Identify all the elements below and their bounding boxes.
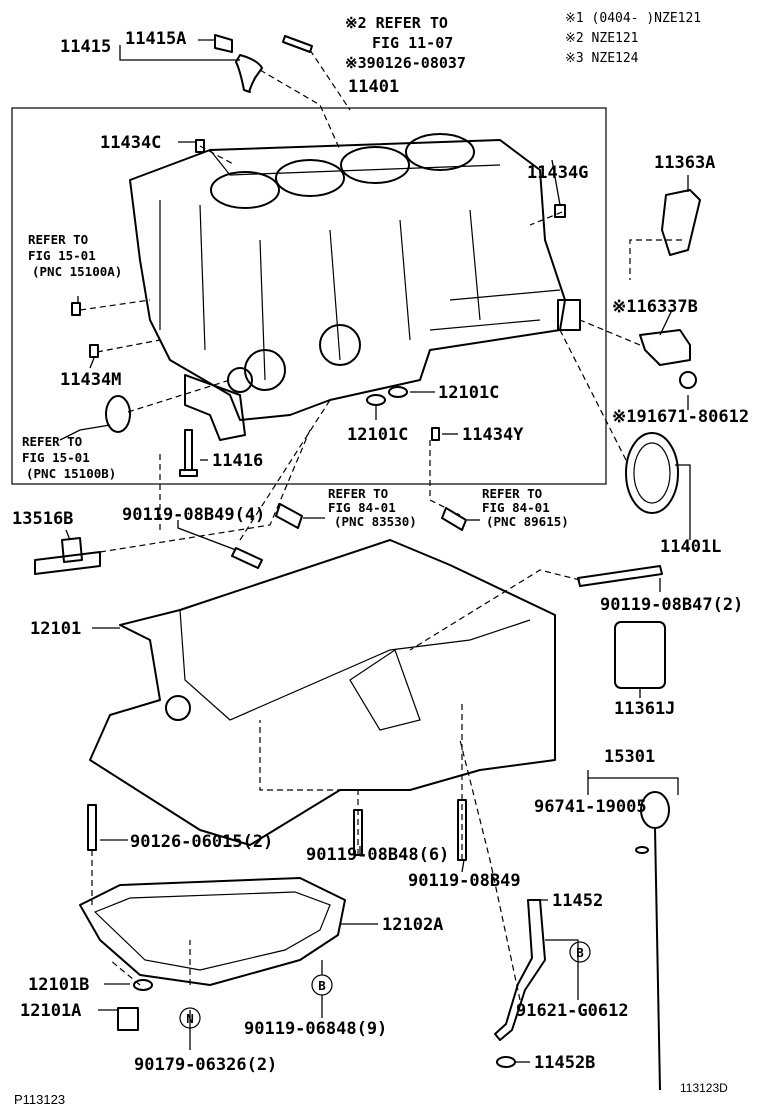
marker-n-label: N bbox=[186, 1011, 194, 1026]
note-2: ※2 NZE121 bbox=[565, 31, 639, 46]
label-11401L: 11401L bbox=[660, 537, 721, 557]
ref-mid2-line2: FIG 84-01 bbox=[482, 500, 550, 515]
marker-b-guide-label: B bbox=[576, 945, 584, 960]
footer-illustration-id: P113123 bbox=[14, 1092, 65, 1107]
label-11452B: 11452B bbox=[534, 1053, 595, 1073]
ref-left1-line2: FIG 15-01 bbox=[28, 248, 96, 263]
ref-mid1-line3: (PNC 83530) bbox=[334, 514, 417, 529]
bolt-91671-80612 bbox=[679, 371, 697, 389]
label-90119-08B48: 90119-08B48(6) bbox=[306, 845, 449, 865]
note-1: ※1 (0404- )NZE121 bbox=[565, 11, 701, 26]
plug-12101A bbox=[117, 1007, 139, 1031]
bolt-90119-08B47 bbox=[577, 565, 663, 587]
plate-11361J bbox=[614, 621, 666, 689]
label-91621-G0612: 91621-G0612 bbox=[516, 1001, 629, 1021]
bolt-90119-08B49-4 bbox=[231, 547, 263, 569]
pin-15100A bbox=[71, 302, 81, 316]
label-13516B: 13516B bbox=[12, 509, 73, 529]
cylinder-block bbox=[129, 133, 581, 441]
bolt-11416 bbox=[179, 429, 198, 477]
oring-11452B bbox=[496, 1056, 516, 1068]
gasket-12101B bbox=[133, 979, 153, 991]
label-12101: 12101 bbox=[30, 619, 81, 639]
marker-b-pan-label: B bbox=[318, 978, 326, 993]
ref-left2-line2: FIG 15-01 bbox=[22, 450, 90, 465]
label-11361J: 11361J bbox=[614, 699, 675, 719]
oil-pan-upper bbox=[89, 539, 666, 846]
label-11452: 11452 bbox=[552, 891, 603, 911]
seal-15100B bbox=[105, 395, 131, 433]
label-11434Y: 11434Y bbox=[462, 425, 524, 445]
sensor-83530 bbox=[275, 503, 303, 529]
part-13516B bbox=[34, 537, 101, 575]
stud-90126-08037 bbox=[282, 35, 313, 53]
ref-top-line2: FIG 11-07 bbox=[372, 34, 453, 52]
ref-mid1-line2: FIG 84-01 bbox=[328, 500, 396, 515]
ref-left2-line3: (PNC 15100B) bbox=[26, 466, 116, 481]
block-group-frame bbox=[11, 107, 607, 485]
label-11416: 11416 bbox=[212, 451, 263, 471]
note-3: ※3 NZE124 bbox=[565, 51, 639, 66]
bolt-90119-08B48 bbox=[353, 809, 363, 856]
label-90119-06848: 90119-06848(9) bbox=[244, 1019, 387, 1039]
oring-12101C-a bbox=[366, 394, 386, 406]
sensor-89615 bbox=[441, 507, 467, 531]
label-15301: 15301 bbox=[604, 747, 655, 767]
oring-96741 bbox=[635, 846, 649, 854]
label-11434G: 11434G bbox=[527, 163, 588, 183]
pin-11434G bbox=[554, 204, 566, 218]
ref-top-line3: ※390126-08037 bbox=[345, 54, 466, 72]
pipe-11415 bbox=[235, 54, 263, 93]
bracket-11363A bbox=[661, 189, 701, 256]
oil-pan-lower bbox=[79, 877, 346, 986]
footer-code: 113123D bbox=[680, 1081, 728, 1095]
stud-90126-06015 bbox=[87, 804, 97, 851]
ref-mid2-line1: REFER TO bbox=[482, 486, 542, 501]
label-11401: 11401 bbox=[348, 77, 399, 97]
label-90126-06015: 90126-06015(2) bbox=[130, 832, 273, 852]
label-12101B: 12101B bbox=[28, 975, 89, 995]
label-90119-08B49: 90119-08B49 bbox=[408, 871, 521, 891]
seal-11401L bbox=[625, 432, 679, 514]
ref-mid1-line1: REFER TO bbox=[328, 486, 388, 501]
label-12101C-b: 12101C bbox=[347, 425, 408, 445]
ref-mid2-line3: (PNC 89615) bbox=[486, 514, 569, 529]
dipstick-rod bbox=[654, 827, 661, 1091]
bracket-16337B bbox=[639, 329, 691, 366]
label-12102A: 12102A bbox=[382, 915, 443, 935]
pin-11434Y bbox=[431, 427, 440, 441]
label-11363A: 11363A bbox=[654, 153, 715, 173]
label-90179-06326: 90179-06326(2) bbox=[134, 1055, 277, 1075]
fitting-11415A bbox=[214, 34, 233, 53]
marker-b-guide bbox=[569, 941, 591, 963]
guide-11452 bbox=[494, 899, 546, 1041]
label-16337B: ※116337B bbox=[612, 297, 698, 317]
marker-n bbox=[179, 1007, 201, 1029]
label-90119-08B49-4: 90119-08B49(4) bbox=[122, 505, 265, 525]
oring-12101C-b bbox=[388, 386, 408, 398]
pin-11434C bbox=[195, 139, 205, 153]
label-91671-80612: ※191671-80612 bbox=[612, 407, 749, 427]
label-11415A: 11415A bbox=[125, 29, 186, 49]
bolt-90119-08B49 bbox=[457, 799, 467, 861]
ref-left2-line1: REFER TO bbox=[22, 434, 82, 449]
label-12101A: 12101A bbox=[20, 1001, 81, 1021]
pin-11434M bbox=[89, 344, 99, 358]
label-90119-08B47: 90119-08B47(2) bbox=[600, 595, 743, 615]
label-12101C-a: 12101C bbox=[438, 383, 499, 403]
label-11415: 11415 bbox=[60, 37, 111, 57]
ref-top-line1: ※2 REFER TO bbox=[345, 14, 448, 32]
ref-left1-line3: (PNC 15100A) bbox=[32, 264, 122, 279]
label-11434M: 11434M bbox=[60, 370, 121, 390]
ref-left1-line1: REFER TO bbox=[28, 232, 88, 247]
label-11434C: 11434C bbox=[100, 133, 161, 153]
marker-b-pan bbox=[311, 974, 333, 996]
label-96741-19005: 96741-19005 bbox=[534, 797, 647, 817]
